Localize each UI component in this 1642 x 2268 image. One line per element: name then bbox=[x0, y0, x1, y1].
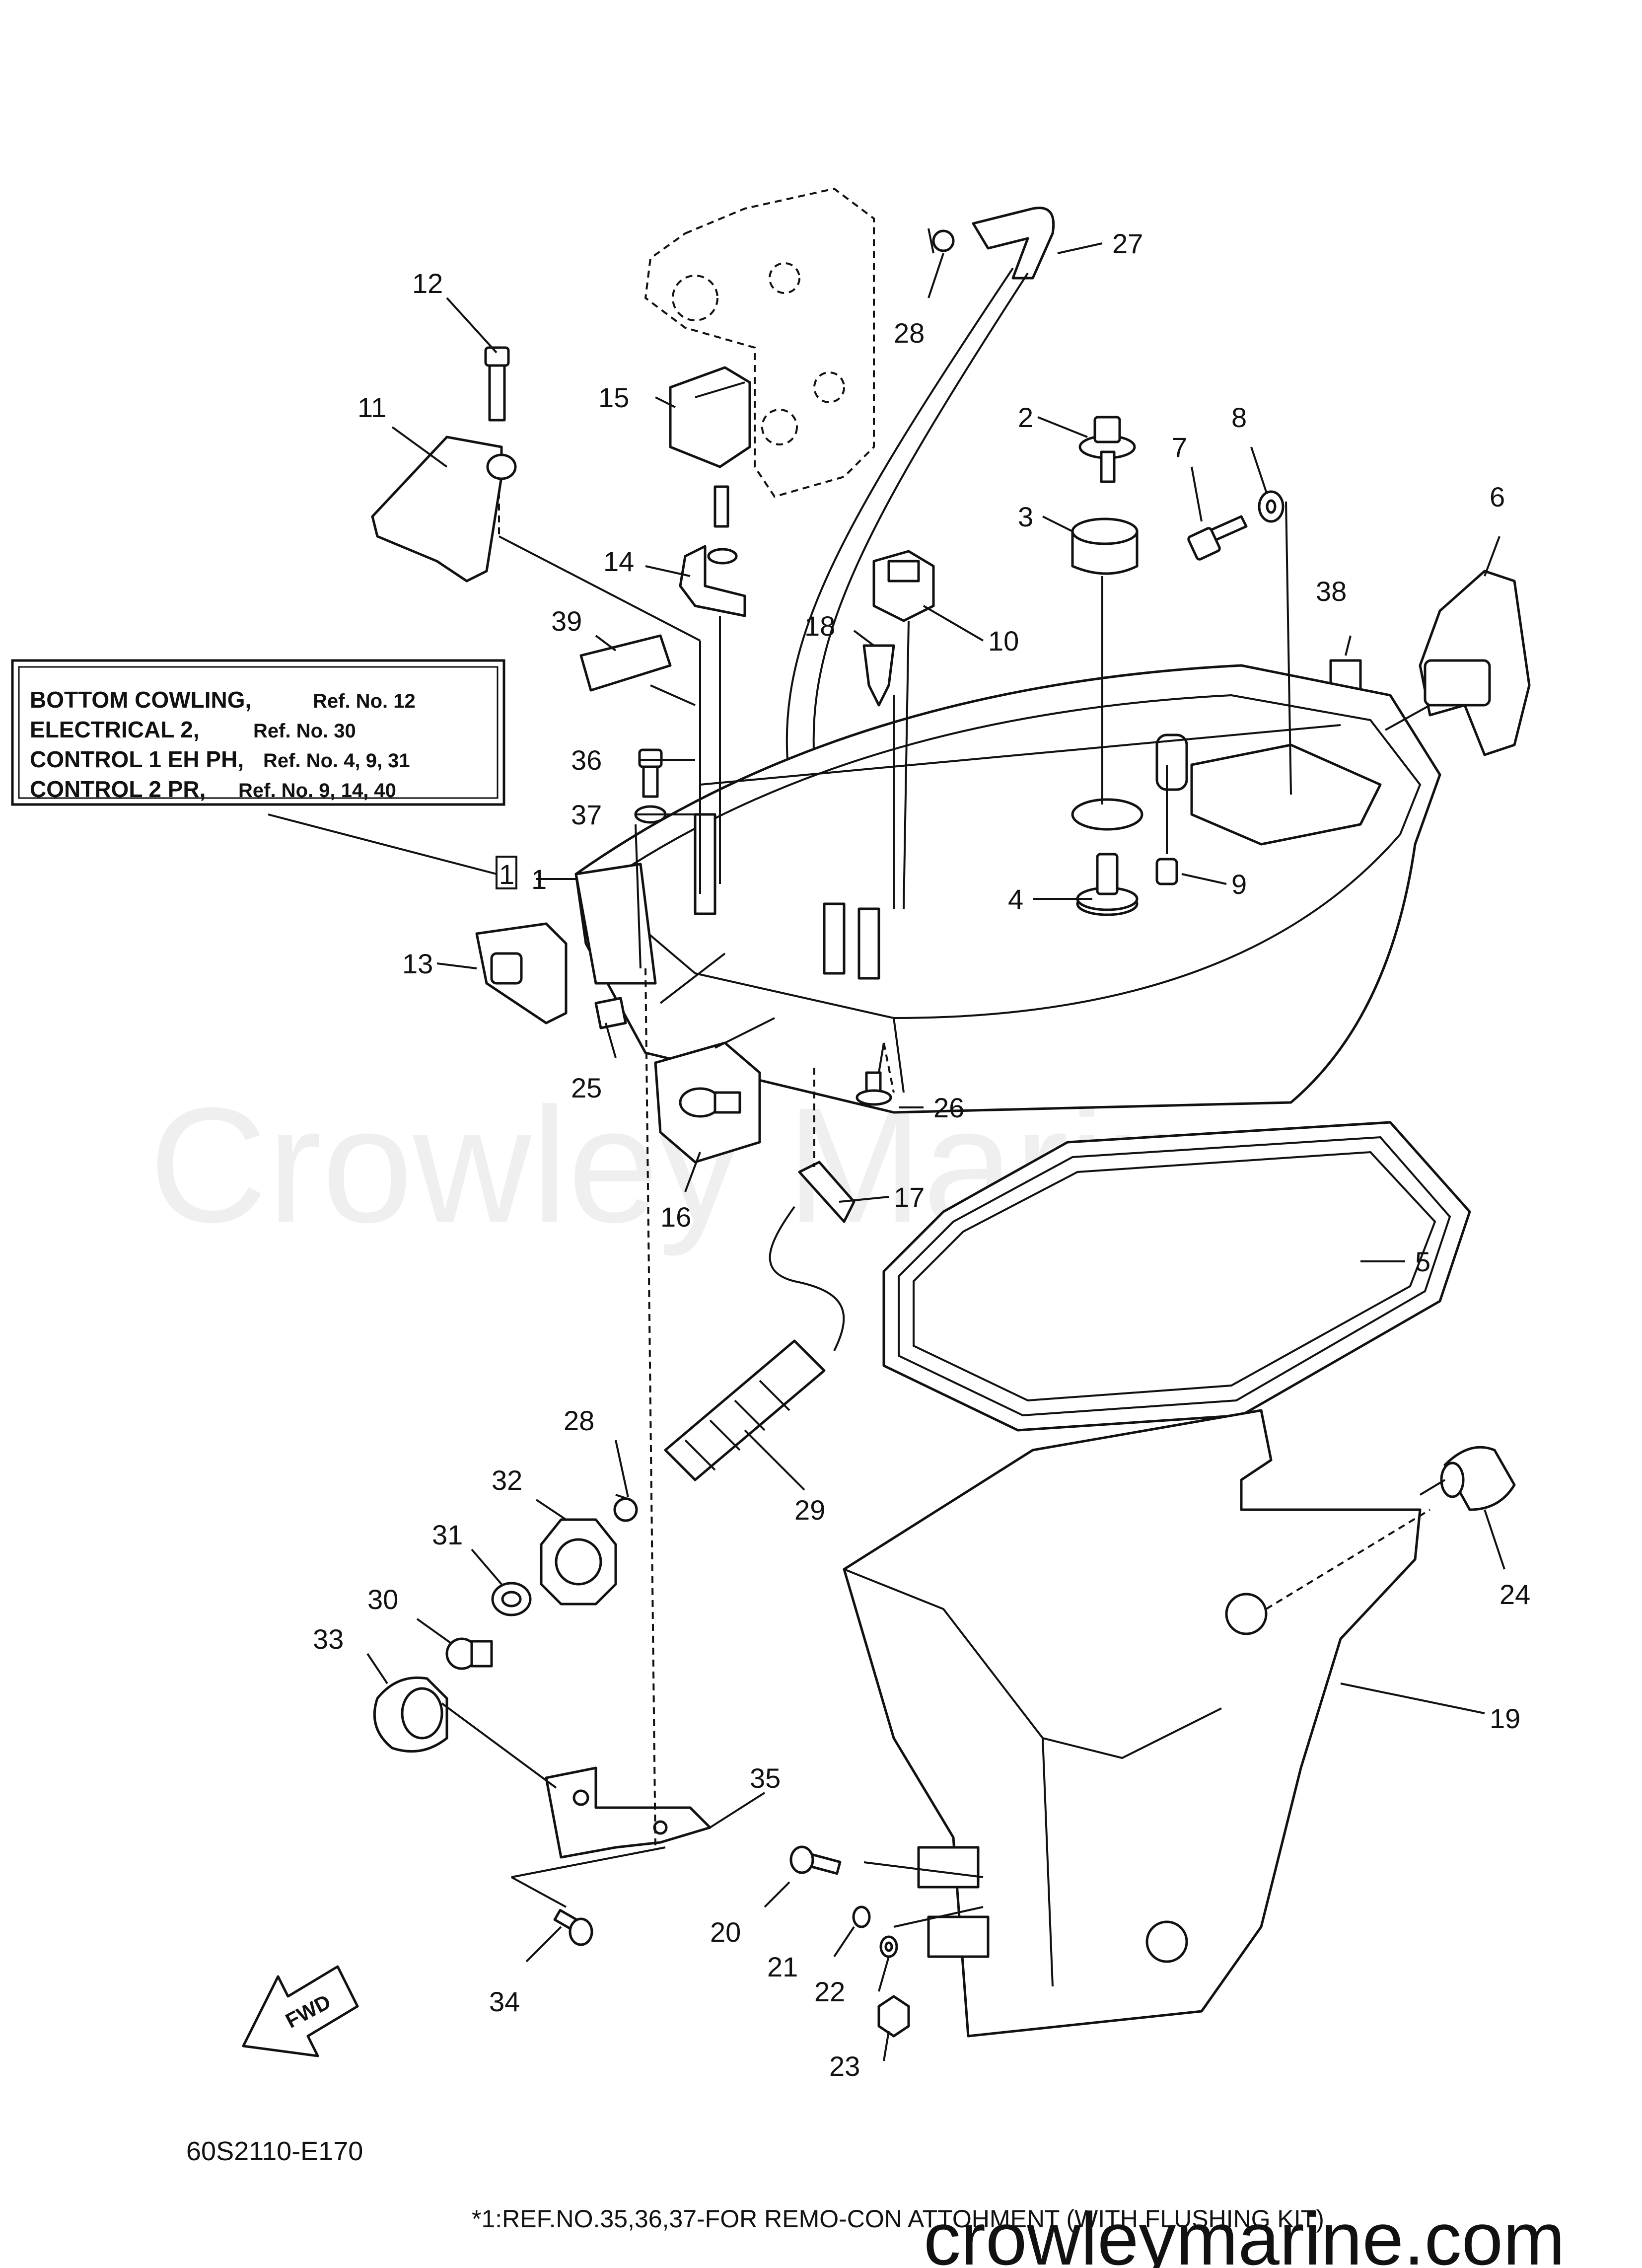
callout-18: 18 bbox=[804, 610, 835, 642]
part-31-washer bbox=[491, 1582, 532, 1616]
part-7-bolt bbox=[1187, 515, 1248, 561]
callout-2: 2 bbox=[1018, 402, 1033, 433]
part-20-screw bbox=[789, 1845, 842, 1875]
part-39-label bbox=[579, 634, 672, 692]
footnote: *1:REF.NO.35,36,37-FOR REMO-CON ATTOHMEN… bbox=[472, 2205, 1324, 2233]
callout-10: 10 bbox=[988, 625, 1019, 657]
legend-box: BOTTOM COWLING, Ref. No. 12 ELECTRICAL 2… bbox=[11, 659, 505, 806]
callout-28-top: 28 bbox=[894, 317, 925, 349]
part-17-seal bbox=[798, 1161, 856, 1223]
callout-12: 12 bbox=[412, 268, 443, 299]
part-29-cable bbox=[664, 1206, 845, 1481]
cowling-latch-bracket bbox=[917, 1846, 990, 1958]
part-14-bracket bbox=[679, 485, 746, 617]
callout-3: 3 bbox=[1018, 501, 1033, 532]
callout-30: 30 bbox=[367, 1584, 398, 1615]
legend-row-3-name: CONTROL 1 EH PH, bbox=[30, 746, 244, 772]
callout-25: 25 bbox=[571, 1072, 602, 1103]
part-16-grommet bbox=[654, 1041, 761, 1164]
part-11-bracket bbox=[371, 436, 517, 583]
legend-row-4-name: CONTROL 2 PR, bbox=[30, 776, 206, 802]
part-6-lever bbox=[1419, 570, 1531, 756]
leader-lines bbox=[366, 242, 1505, 2061]
part-19-side-cowling bbox=[843, 1409, 1422, 2038]
callout-23: 23 bbox=[829, 2050, 860, 2082]
part-32-nut bbox=[540, 1518, 617, 1606]
callout-32: 32 bbox=[492, 1464, 522, 1496]
part-8-washer bbox=[1258, 490, 1285, 523]
part-35-bracket bbox=[545, 1766, 712, 1859]
part-23-nut bbox=[877, 1995, 910, 2038]
part-5-seal bbox=[882, 1121, 1471, 1432]
callout-33: 33 bbox=[313, 1623, 344, 1655]
part-1-bottom-cowling bbox=[574, 664, 1441, 1114]
callout-1: 1 bbox=[531, 864, 547, 895]
part-18-grommet bbox=[862, 644, 895, 707]
legend-row-2-ref: Ref. No. 30 bbox=[253, 720, 356, 742]
legend-row-1-ref: Ref. No. 12 bbox=[313, 690, 416, 712]
callout-26: 26 bbox=[933, 1092, 964, 1123]
callout-38: 38 bbox=[1316, 576, 1347, 607]
note-marker-box: 1 bbox=[496, 856, 517, 890]
part-24-grommet bbox=[1440, 1446, 1516, 1511]
part-26-screw bbox=[856, 1071, 892, 1106]
callout-27: 27 bbox=[1112, 228, 1143, 259]
callout-11: 11 bbox=[357, 392, 386, 423]
legend-row-4-ref: Ref. No. 9, 14, 40 bbox=[238, 780, 396, 802]
part-30-fitting bbox=[445, 1637, 493, 1670]
legend-row-2-name: ELECTRICAL 2, bbox=[30, 717, 200, 742]
callout-37: 37 bbox=[571, 799, 602, 830]
callout-8: 8 bbox=[1231, 402, 1247, 433]
callout-labels: 1 2 3 4 5 6 7 8 9 10 11 12 13 14 15 16 1… bbox=[313, 228, 1530, 2082]
callout-21: 21 bbox=[767, 1951, 798, 1982]
engine-block-reference bbox=[644, 187, 875, 498]
callout-24: 24 bbox=[1499, 1579, 1530, 1610]
callout-34: 34 bbox=[489, 1986, 520, 2017]
callout-28-lower: 28 bbox=[564, 1405, 594, 1436]
callout-17: 17 bbox=[894, 1181, 925, 1213]
part-2-bolt bbox=[1078, 416, 1136, 483]
part-15-holder bbox=[669, 366, 751, 468]
callout-7: 7 bbox=[1172, 432, 1187, 463]
part-3-grommet bbox=[1071, 517, 1139, 575]
callout-4: 4 bbox=[1008, 883, 1023, 915]
callout-20: 20 bbox=[710, 1916, 741, 1948]
callout-9: 9 bbox=[1231, 869, 1247, 900]
callout-31: 31 bbox=[432, 1519, 463, 1550]
callout-13: 13 bbox=[402, 948, 433, 979]
callout-22: 22 bbox=[814, 1976, 845, 2007]
note-marker: 1 bbox=[499, 859, 514, 890]
legend-row-3-ref: Ref. No. 4, 9, 31 bbox=[263, 750, 410, 772]
part-21-washer bbox=[852, 1905, 871, 1928]
part-28-clip-top bbox=[928, 228, 955, 254]
callout-16: 16 bbox=[660, 1201, 691, 1233]
part-33-grommet bbox=[373, 1676, 448, 1753]
brand-url: crowleymarine.com bbox=[924, 2197, 1565, 2268]
callout-5: 5 bbox=[1415, 1246, 1430, 1277]
callout-36: 36 bbox=[571, 744, 602, 776]
part-28-clip-lower bbox=[613, 1494, 638, 1522]
part-34-screw bbox=[553, 1908, 593, 1946]
diagram-code: 60S2110-E170 bbox=[186, 2136, 363, 2166]
legend-row-1-name: BOTTOM COWLING, bbox=[30, 687, 251, 713]
part-12-bolt bbox=[484, 346, 510, 422]
part-22-washer bbox=[879, 1935, 898, 1958]
callout-35: 35 bbox=[750, 1762, 781, 1794]
fwd-arrow-icon: FWD bbox=[242, 1965, 359, 2057]
callout-15: 15 bbox=[598, 382, 629, 413]
callout-29: 29 bbox=[794, 1494, 825, 1526]
callout-19: 19 bbox=[1490, 1703, 1520, 1734]
part-25-label bbox=[594, 997, 627, 1029]
part-36-bolt bbox=[638, 748, 663, 798]
part-9-plug bbox=[1155, 858, 1178, 885]
part-10-cap bbox=[872, 550, 935, 622]
callout-6: 6 bbox=[1490, 481, 1505, 512]
callout-14: 14 bbox=[603, 546, 634, 577]
callout-39: 39 bbox=[551, 605, 582, 637]
part-13-cover bbox=[475, 922, 568, 1024]
